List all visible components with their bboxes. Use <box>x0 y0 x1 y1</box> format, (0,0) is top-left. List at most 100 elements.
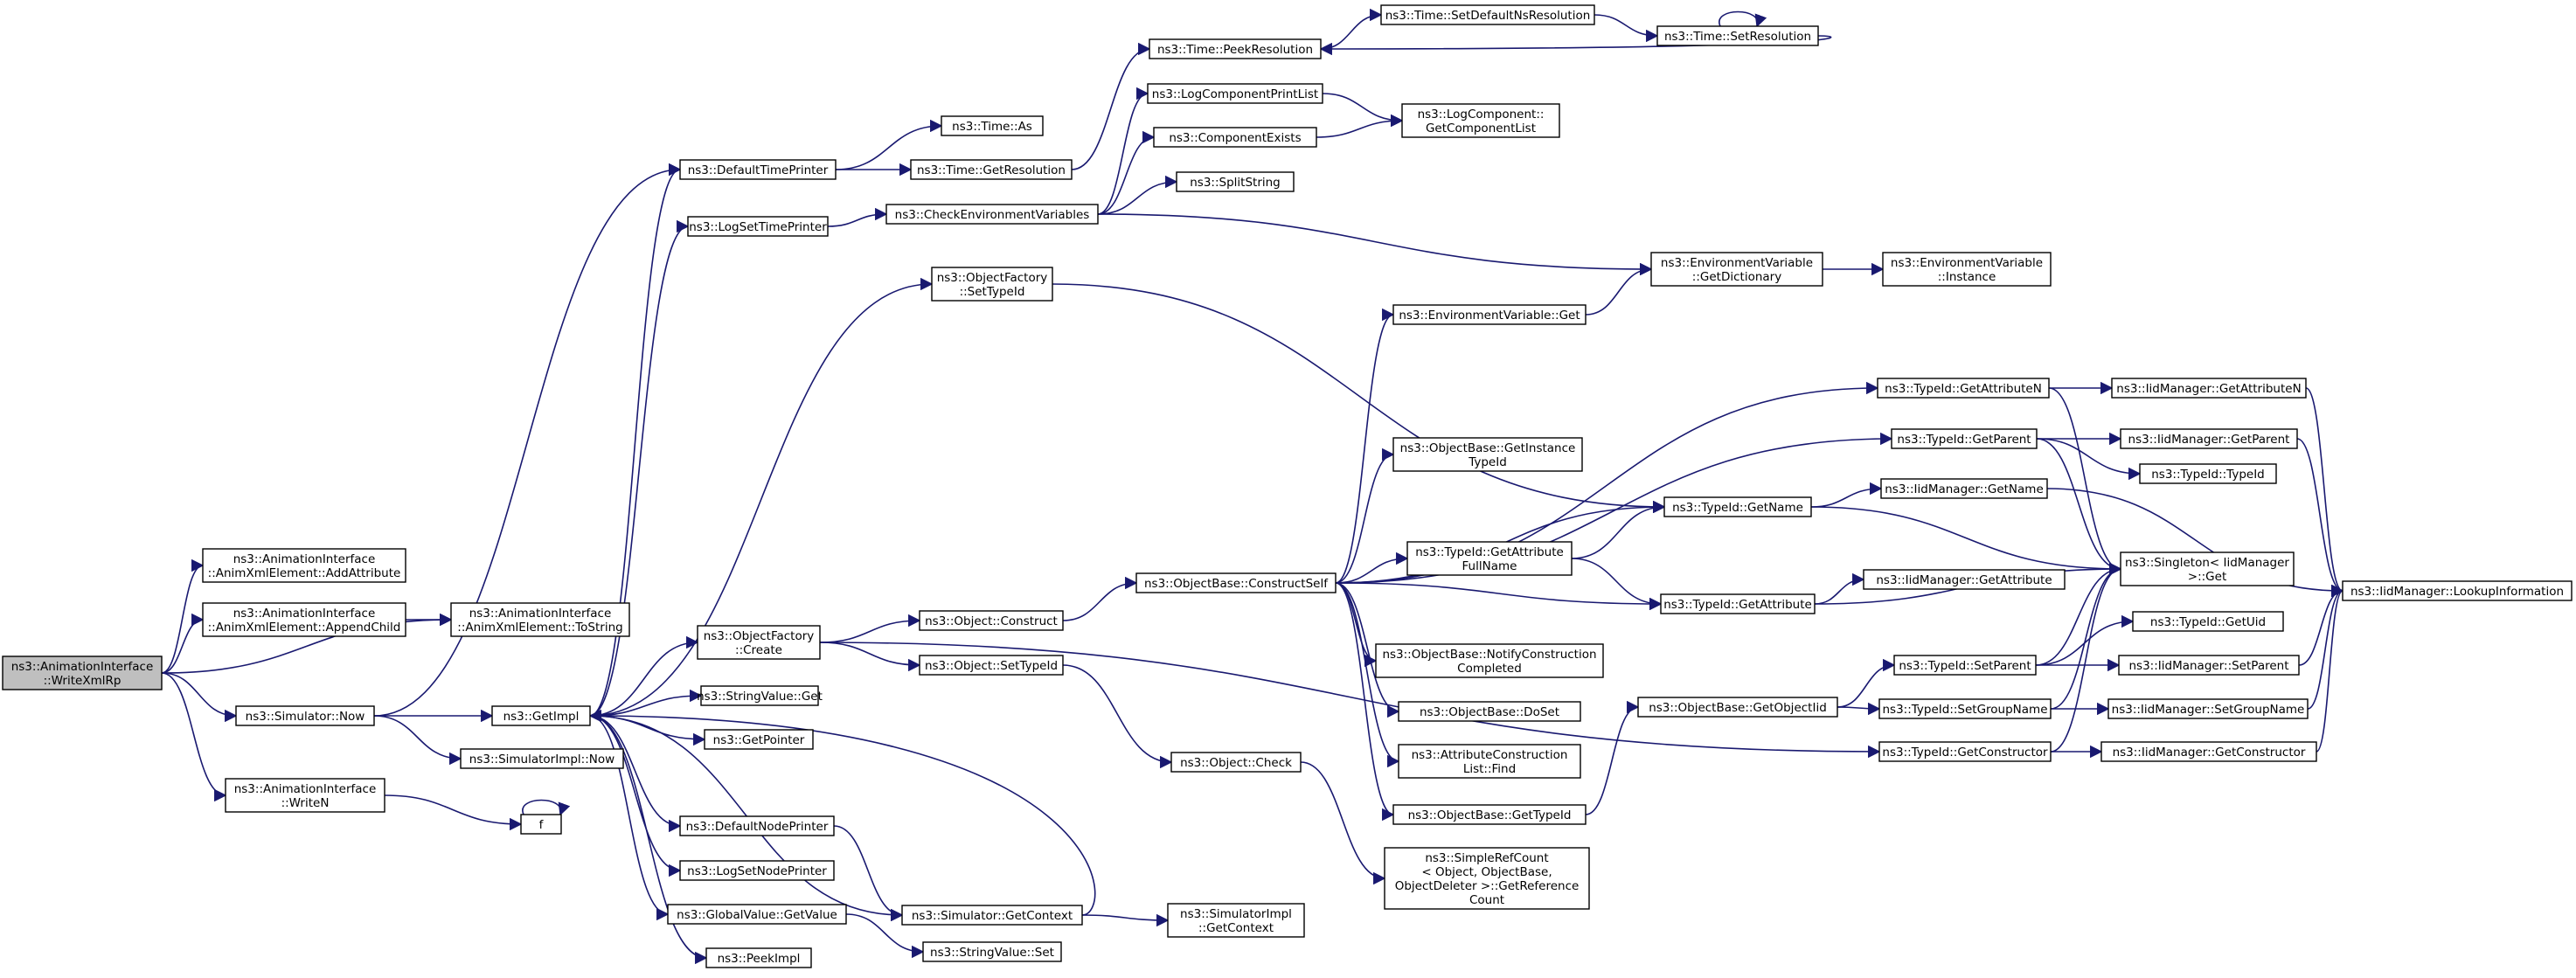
node-iidgetparent[interactable]: ns3::IidManager::GetParent <box>2120 428 2298 449</box>
node-box[interactable] <box>1392 304 1587 325</box>
node-obnotify[interactable]: ns3::ObjectBase::NotifyConstructionCompl… <box>1375 643 1604 678</box>
node-timepeekres[interactable]: ns3::Time::PeekResolution <box>1149 38 1322 59</box>
node-box[interactable] <box>697 625 821 660</box>
node-iidlookupinfo[interactable]: ns3::IidManager::LookupInformation <box>2342 580 2573 601</box>
node-obdoset[interactable]: ns3::ObjectBase::DoSet <box>1398 701 1581 722</box>
node-simnow[interactable]: ns3::Simulator::Now <box>235 705 375 726</box>
node-deftimeprinter[interactable]: ns3::DefaultTimePrinter <box>679 159 837 180</box>
node-box[interactable] <box>1384 847 1590 910</box>
node-iidgetname[interactable]: ns3::IidManager::GetName <box>1880 478 2048 499</box>
node-box[interactable] <box>1398 701 1581 722</box>
node-tostring[interactable]: ns3::AnimationInterface::AnimXmlElement:… <box>450 602 630 637</box>
node-box[interactable] <box>704 729 814 750</box>
node-box[interactable] <box>1135 572 1337 593</box>
node-box[interactable] <box>2120 551 2295 586</box>
node-box[interactable] <box>1176 171 1295 192</box>
node-typeidsetparent[interactable]: ns3::TypeId::SetParent <box>1893 655 2037 676</box>
node-box[interactable] <box>1663 496 1812 517</box>
node-box[interactable] <box>1167 903 1305 938</box>
node-logcompgetlist[interactable]: ns3::LogComponent::GetComponentList <box>1401 103 1560 138</box>
node-box[interactable] <box>679 860 835 881</box>
node-typeidgetattr[interactable]: ns3::TypeId::GetAttribute <box>1660 593 1816 614</box>
node-box[interactable] <box>2342 580 2573 601</box>
node-gvgetvalue[interactable]: ns3::GlobalValue::GetValue <box>667 904 847 925</box>
node-timesetdefns[interactable]: ns3::Time::SetDefaultNsResolution <box>1380 4 1595 25</box>
node-box[interactable] <box>1650 252 1823 287</box>
node-box[interactable] <box>1637 697 1838 718</box>
node-box[interactable] <box>2139 463 2277 484</box>
node-box[interactable] <box>450 602 630 637</box>
node-box[interactable] <box>1380 4 1595 25</box>
node-box[interactable] <box>2100 741 2317 762</box>
node-iidgetattr[interactable]: ns3::IidManager::GetAttribute <box>1863 569 2066 590</box>
node-typeidgetparent[interactable]: ns3::TypeId::GetParent <box>1891 428 2038 449</box>
node-box[interactable] <box>910 159 1073 180</box>
node-box[interactable] <box>2 655 163 690</box>
node-appendchild[interactable]: ns3::AnimationInterface::AnimXmlElement:… <box>202 602 406 637</box>
node-logsetnodeprinter[interactable]: ns3::LogSetNodePrinter <box>679 860 835 881</box>
node-box[interactable] <box>235 705 375 726</box>
node-box[interactable] <box>1392 804 1587 825</box>
node-simgetctx[interactable]: ns3::Simulator::GetContext <box>901 905 1083 926</box>
node-singletonget[interactable]: ns3::Singleton< IidManager>::Get <box>2120 551 2295 586</box>
node-box[interactable] <box>1656 25 1819 46</box>
node-box[interactable] <box>2132 611 2284 632</box>
node-strvalset[interactable]: ns3::StringValue::Set <box>922 941 1062 962</box>
node-logsettimeprinter[interactable]: ns3::LogSetTimePrinter <box>687 216 829 237</box>
node-box[interactable] <box>1170 752 1302 773</box>
node-box[interactable] <box>1863 569 2066 590</box>
node-addattr[interactable]: ns3::AnimationInterface::AnimXmlElement:… <box>202 548 406 583</box>
node-typeidsetgroupname[interactable]: ns3::TypeId::SetGroupName <box>1878 698 2052 719</box>
node-typeidtypeid[interactable]: ns3::TypeId::TypeId <box>2139 463 2277 484</box>
node-box[interactable] <box>1878 698 2052 719</box>
node-box[interactable] <box>491 705 591 726</box>
node-iidgetconstructor[interactable]: ns3::IidManager::GetConstructor <box>2100 741 2317 762</box>
node-box[interactable] <box>1153 127 1317 148</box>
node-simplerefcount[interactable]: ns3::SimpleRefCount< Object, ObjectBase,… <box>1384 847 1590 910</box>
node-box[interactable] <box>687 216 829 237</box>
node-ofsettypeid[interactable]: ns3::ObjectFactory::SetTypeId <box>931 267 1053 302</box>
node-getimpl[interactable]: ns3::GetImpl <box>491 705 591 726</box>
node-box[interactable] <box>1149 38 1322 59</box>
node-obgettypeid[interactable]: ns3::ObjectBase::GetTypeId <box>1392 804 1587 825</box>
node-iidsetgroupname[interactable]: ns3::IidManager::SetGroupName <box>2107 698 2309 719</box>
node-box[interactable] <box>941 115 1044 136</box>
node-timesetres[interactable]: ns3::Time::SetResolution <box>1656 25 1819 46</box>
node-envvarinstance[interactable]: ns3::EnvironmentVariable::Instance <box>1882 252 2052 287</box>
node-obgetobjectiid[interactable]: ns3::ObjectBase::GetObjectIid <box>1637 697 1838 718</box>
node-box[interactable] <box>1398 744 1581 779</box>
node-compexists[interactable]: ns3::ComponentExists <box>1153 127 1317 148</box>
node-box[interactable] <box>1880 478 2048 499</box>
node-checkenv[interactable]: ns3::CheckEnvironmentVariables <box>885 204 1099 225</box>
node-timeas[interactable]: ns3::Time::As <box>941 115 1044 136</box>
node-typeidgetconstructor[interactable]: ns3::TypeId::GetConstructor <box>1878 741 2052 762</box>
node-box[interactable] <box>2107 698 2309 719</box>
node-box[interactable] <box>1392 437 1583 472</box>
node-box[interactable] <box>901 905 1083 926</box>
node-ofcreate[interactable]: ns3::ObjectFactory::Create <box>697 625 821 660</box>
node-box[interactable] <box>705 947 812 968</box>
node-f[interactable]: f <box>520 814 562 835</box>
node-envvargetdict[interactable]: ns3::EnvironmentVariable::GetDictionary <box>1650 252 1823 287</box>
node-box[interactable] <box>520 814 562 835</box>
node-objsettypeid[interactable]: ns3::Object::SetTypeId <box>919 655 1064 676</box>
node-box[interactable] <box>1375 643 1604 678</box>
node-box[interactable] <box>700 685 819 706</box>
node-box[interactable] <box>460 748 624 769</box>
node-typeidgetattrn[interactable]: ns3::TypeId::GetAttributeN <box>1877 378 2050 399</box>
node-box[interactable] <box>679 815 835 836</box>
node-box[interactable] <box>667 904 847 925</box>
node-box[interactable] <box>1401 103 1560 138</box>
node-peekimpl[interactable]: ns3::PeekImpl <box>705 947 812 968</box>
node-strvalget[interactable]: ns3::StringValue::Get <box>697 685 823 706</box>
node-box[interactable] <box>2120 428 2298 449</box>
node-box[interactable] <box>1147 83 1323 104</box>
node-envvarget[interactable]: ns3::EnvironmentVariable::Get <box>1392 304 1587 325</box>
node-objcheck[interactable]: ns3::Object::Check <box>1170 752 1302 773</box>
node-box[interactable] <box>1882 252 2052 287</box>
node-typeidgetname[interactable]: ns3::TypeId::GetName <box>1663 496 1812 517</box>
node-box[interactable] <box>679 159 837 180</box>
node-root[interactable]: ns3::AnimationInterface::WriteXmlRp <box>2 655 163 690</box>
